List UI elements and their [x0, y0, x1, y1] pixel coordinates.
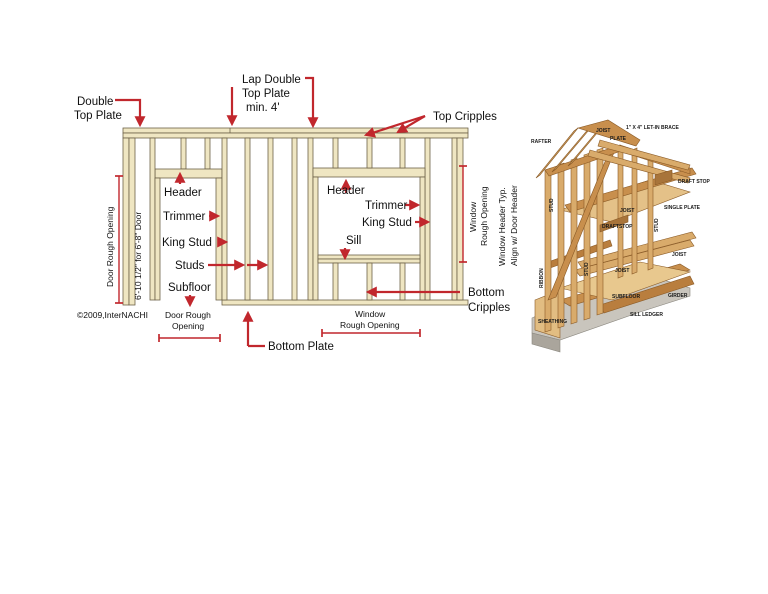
label-door-rough-vertical: Door Rough Opening	[105, 206, 115, 287]
bottom-plate	[221, 299, 469, 306]
label-window-rough-opening-1: Window	[355, 309, 386, 319]
label-door-rough-opening-1: Door Rough	[165, 310, 211, 320]
label-subfloor: Subfloor	[168, 282, 211, 294]
label-window-header-vertical-2: Align w/ Door Header	[509, 185, 519, 266]
draft-stop	[654, 169, 673, 186]
label-let-in-brace: 1" X 4" LET-IN BRACE	[626, 125, 679, 131]
draftstop	[599, 214, 629, 233]
label-sill-ledger: SILL LEDGER	[630, 312, 663, 318]
label-copyright: ©2009,InterNACHI	[77, 310, 148, 320]
label-girder: GIRDER	[668, 293, 688, 299]
label-header-door: Header	[164, 187, 202, 199]
top-plate-upper	[122, 127, 469, 134]
stud	[557, 162, 565, 329]
label-draft-stop: DRAFT STOP	[678, 179, 711, 185]
label-bottom-plate: Bottom Plate	[268, 341, 334, 353]
wall-labels: Double Top Plate Lap Double Top Plate mi…	[74, 74, 519, 353]
label-stud-right: STUD	[654, 218, 660, 232]
end-stud-left	[122, 137, 130, 306]
label-joist-low: JOIST	[615, 268, 629, 274]
subfloor-deck	[558, 261, 692, 301]
label-ribbon: RIBBON	[539, 268, 545, 288]
door-king-stud-left	[149, 137, 156, 301]
label-stud-left: STUD	[549, 198, 555, 212]
label-subfloor-illus: SUBFLOOR	[612, 294, 640, 300]
label-door-rough-opening-2: Opening	[172, 321, 204, 331]
label-stud-center: STUD	[584, 262, 590, 276]
label-trimmer-door: Trimmer	[163, 211, 206, 223]
label-sill: Sill	[346, 235, 361, 247]
label-header-window: Header	[327, 185, 365, 197]
stud	[631, 147, 638, 275]
framing-3d-illustration	[531, 119, 697, 353]
label-draftstop: DRAFTSTOP	[602, 224, 633, 230]
door-king-stud-right	[221, 137, 228, 301]
door-header	[154, 168, 223, 179]
door-top-cripple	[180, 137, 187, 170]
label-king-stud-window: King Stud	[362, 217, 412, 229]
window-sill	[317, 254, 421, 260]
label-double-top-plate-1: Double	[77, 96, 113, 108]
label-sheathing: SHEATHING	[538, 319, 567, 325]
window-header	[312, 167, 426, 178]
label-window-rough-vertical-2: Rough Opening	[479, 186, 489, 246]
label-lap-double-3: min. 4'	[246, 102, 280, 114]
callout-arrows	[114, 76, 468, 348]
label-joist-mid: JOIST	[620, 208, 634, 214]
label-top-cripples: Top Cripples	[433, 111, 497, 123]
label-plate: PLATE	[610, 136, 627, 142]
common-stud	[291, 137, 298, 301]
window-top-cripple	[332, 137, 339, 169]
common-stud	[244, 137, 251, 301]
label-window-header-vertical-1: Window Header Typ.	[497, 187, 507, 266]
window-king-stud-left	[307, 137, 314, 301]
label-joist-low-right: JOIST	[672, 252, 686, 258]
label-double-top-plate-2: Top Plate	[74, 110, 122, 122]
stud	[544, 167, 552, 333]
label-king-stud-door: King Stud	[162, 237, 212, 249]
label-single-plate: SINGLE PLATE	[664, 205, 701, 211]
stud	[647, 157, 654, 271]
stud	[583, 152, 591, 321]
label-lap-double-1: Lap Double	[242, 74, 301, 86]
window-bottom-cripple	[332, 262, 339, 301]
common-stud	[267, 137, 274, 301]
end-stud-right	[451, 137, 458, 301]
top-plate-lower	[122, 132, 469, 139]
label-joist-top: JOIST	[596, 128, 610, 134]
label-rafter: RAFTER	[531, 139, 552, 145]
label-trimmer-window: Trimmer	[365, 200, 408, 212]
label-lap-double-2: Top Plate	[242, 88, 290, 100]
label-studs: Studs	[175, 260, 205, 272]
window-king-stud-right	[424, 137, 431, 301]
label-bottom-cripples-2: Cripples	[468, 302, 510, 314]
label-bottom-cripples-1: Bottom	[468, 287, 504, 299]
label-window-rough-opening-2: Rough Opening	[340, 320, 400, 330]
label-window-rough-vertical-1: Window	[468, 201, 478, 232]
label-door-height-vertical: 6'-10 1/2" for 6'-8" Door	[133, 212, 143, 300]
illustration-labels: RAFTER JOIST PLATE 1" X 4" LET-IN BRACE …	[531, 125, 711, 325]
